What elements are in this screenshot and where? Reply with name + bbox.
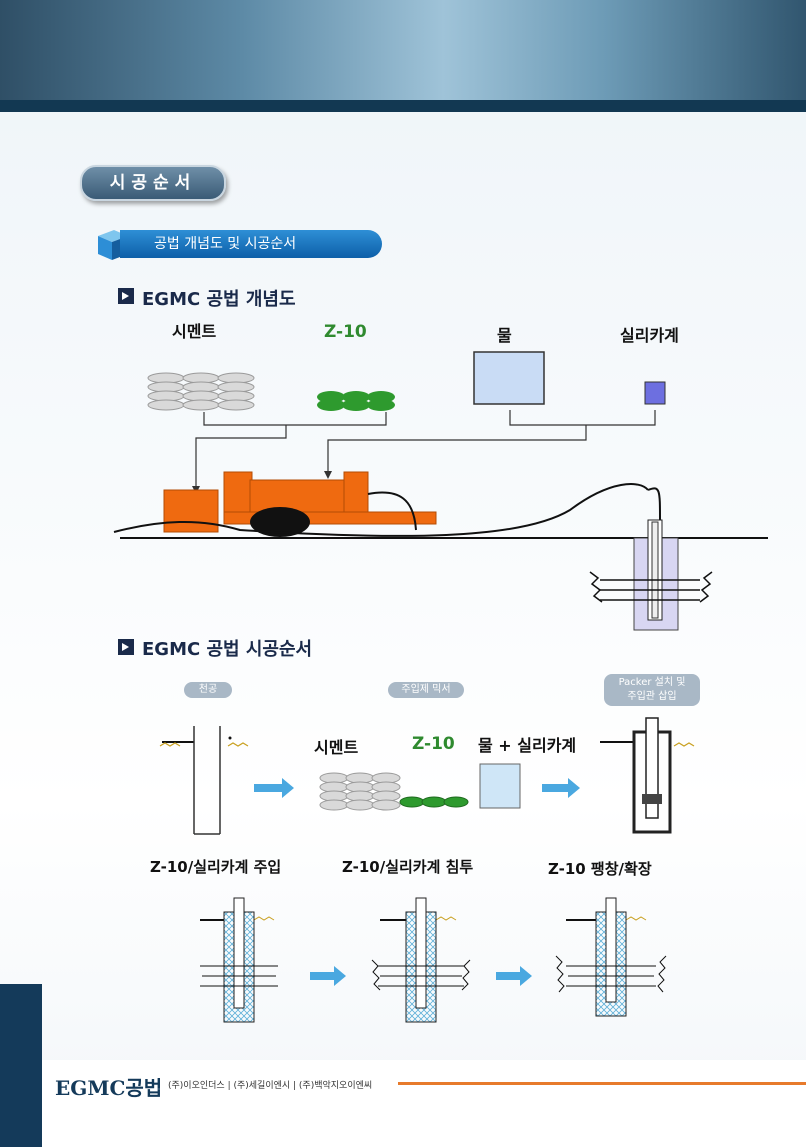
z10-label: Z-10 (324, 322, 367, 342)
water-label: 물 (497, 326, 512, 345)
packer-tag-line1: Packer 설치 및 (618, 677, 686, 688)
water-tank (473, 351, 545, 405)
step2-caption: Z-10/실리카계 침투 (342, 858, 474, 876)
proc-cement-label: 시멘트 (314, 738, 359, 757)
cement-label: 시멘트 (172, 322, 217, 341)
footer-band (0, 984, 42, 1147)
footer-companies: (주)이오인더스 | (주)세길이엔시 | (주)백악지오이엔씨 (168, 1081, 373, 1091)
arrow-box-icon (118, 639, 134, 655)
arrow-box-icon (118, 288, 134, 304)
section-title: 시공순서 (80, 165, 226, 201)
step1-hole (200, 897, 278, 1023)
mixer-machine (163, 489, 219, 533)
subsection-title: 공법 개념도 및 시공순서 (120, 230, 382, 258)
proc-water-silica-label: 물 + 실리카계 (478, 736, 577, 755)
footer (42, 1060, 806, 1147)
packer-tag: Packer 설치 및 주입관 삽입 (604, 674, 700, 706)
step2-hole (371, 897, 471, 1023)
procedure-steps-diagram (200, 897, 667, 1023)
right-arrow-icon (254, 778, 294, 798)
step1-caption: Z-10/실리카계 주입 (150, 858, 282, 876)
header-divider (0, 100, 806, 112)
concept-diagram (113, 351, 768, 631)
step3-hole (555, 897, 667, 1017)
procedure-heading: EGMC 공법 시공순서 (142, 639, 313, 660)
packer-tag-line2: 주입관 삽입 (627, 691, 677, 702)
silica-tank (644, 381, 666, 405)
procedure-top-diagram (159, 717, 695, 835)
drill-tag: 천공 (184, 682, 232, 698)
footer-brand: EGMC공법 (55, 1076, 163, 1100)
cement-bags (147, 372, 255, 411)
right-arrow-icon (496, 966, 532, 986)
footer-orange-line (398, 1082, 806, 1085)
concept-heading: EGMC 공법 개념도 (142, 289, 296, 310)
right-arrow-icon (542, 778, 580, 798)
mixer-tag: 주입제 믹서 (388, 682, 464, 698)
step3-caption: Z-10 팽창/확장 (548, 860, 652, 878)
proc-z10-label: Z-10 (412, 734, 455, 754)
header-banner (0, 0, 806, 104)
silica-label: 실리카계 (620, 326, 679, 345)
z10-pellets (317, 391, 395, 411)
right-arrow-icon (310, 966, 346, 986)
